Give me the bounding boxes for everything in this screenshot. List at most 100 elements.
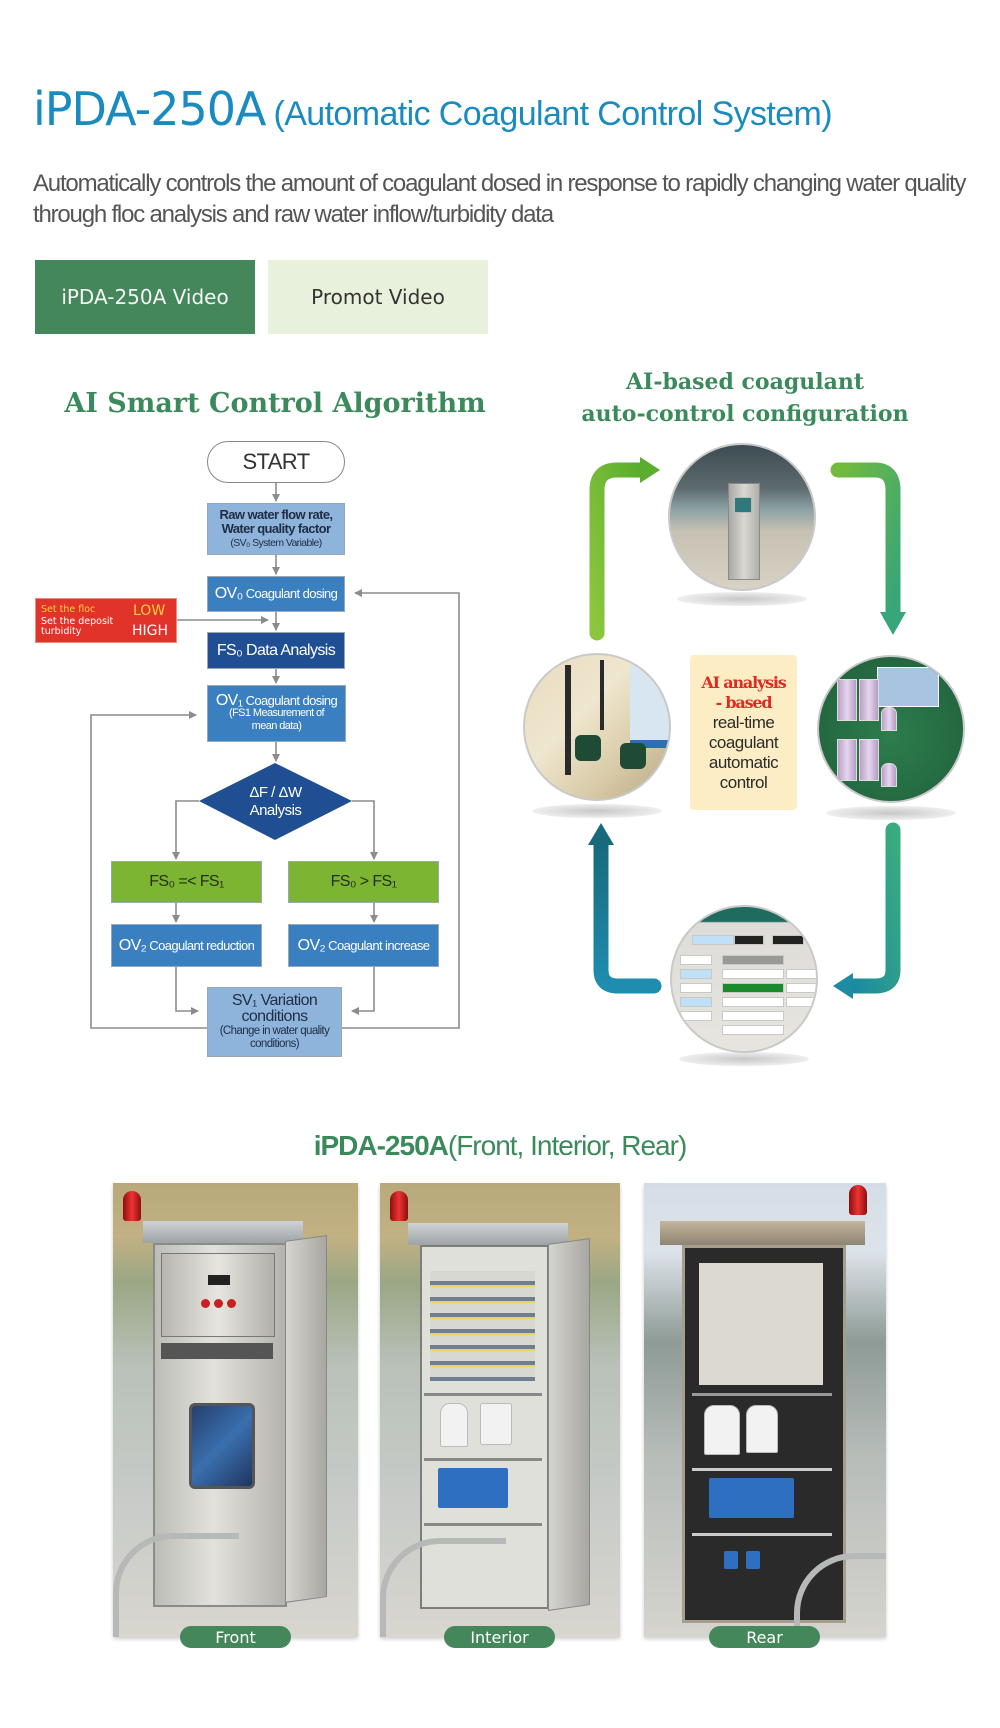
ai-label-red: - based: [715, 692, 773, 712]
analyzer-device: [746, 1405, 778, 1453]
flow-sv1-variation: SV₁ Variation conditions (Change in wate…: [207, 987, 342, 1057]
screen-row: [722, 997, 784, 1007]
shelf: [424, 1458, 542, 1461]
ai-analysis-label: AI analysis - based real-time coagulant …: [690, 655, 797, 810]
dosing-pumps-photo: [523, 653, 671, 801]
flow-system-variable: Raw water flow rate, Water quality facto…: [207, 503, 345, 555]
dosing-pump: [438, 1468, 508, 1508]
decision-diamond: [199, 763, 352, 840]
analyzer-cabinet-photo: [668, 443, 816, 591]
setpoint-box: Set the floc Set the deposit turbidity L…: [35, 598, 177, 643]
open-door: [548, 1238, 590, 1611]
screen-row: [786, 997, 816, 1007]
shelf: [692, 1393, 832, 1396]
flow-text: Coagulant reduction: [149, 937, 255, 953]
flow-text: Coagulant increase: [328, 937, 430, 953]
indicator-light: [227, 1299, 236, 1308]
cabinet-window: [189, 1403, 255, 1489]
indicator-light: [214, 1299, 223, 1308]
promo-video-button[interactable]: Promot Video: [268, 260, 488, 334]
flow-branch-left: FS₀ =< FS₁: [111, 861, 262, 903]
cycle-arrows: [588, 457, 906, 999]
shelf: [692, 1468, 832, 1471]
shelf: [692, 1533, 832, 1536]
ai-label-text: control: [719, 772, 768, 792]
connector: [351, 967, 375, 1015]
rear-photo: [644, 1183, 886, 1637]
wall-sign: [630, 665, 669, 748]
flow-text: SV₁ Variation: [231, 992, 318, 1009]
dosing-pump: [709, 1478, 794, 1518]
metering-pump: [724, 1551, 738, 1569]
screen-row: [680, 997, 712, 1007]
arrowhead-bottom-right: [833, 973, 853, 999]
screen-row: [786, 983, 816, 993]
algorithm-title: AI Smart Control Algorithm: [64, 388, 486, 419]
display: [208, 1275, 230, 1285]
screen-panel: [877, 667, 939, 707]
screen-row: [734, 935, 764, 945]
flow-text: ΔF / ΔW: [249, 783, 302, 801]
screen-row: [680, 969, 712, 979]
flow-symbol: OV₁: [215, 692, 243, 709]
circle-shadow: [532, 804, 662, 818]
shelf: [424, 1523, 542, 1526]
flow-ov0-dosing: OV₀ Coagulant dosing: [207, 576, 345, 612]
pump: [575, 735, 601, 761]
open-door: [285, 1235, 327, 1603]
arrow-bottom-right: [845, 822, 901, 994]
floc-setpoint-label: Set the floc: [41, 604, 96, 615]
flow-symbol: OV₂: [118, 936, 147, 954]
arrow-top-left: [589, 462, 648, 641]
warning-beacon: [849, 1185, 867, 1215]
flow-fs0-analysis: FS₀ Data Analysis: [207, 632, 345, 669]
control-panel: [161, 1253, 275, 1337]
loop-connector-right: [342, 589, 460, 1029]
pipe: [600, 660, 604, 730]
product-name: iPDA-250A: [33, 82, 266, 136]
product-video-button[interactable]: iPDA-250A Video: [35, 260, 255, 334]
photos-title-model: iPDA-250A: [313, 1130, 449, 1161]
vent: [161, 1343, 273, 1359]
cabinet-roof: [660, 1221, 865, 1245]
configuration-title: AI-based coagulant auto-control configur…: [560, 366, 930, 430]
railing: [794, 1553, 886, 1637]
railing: [113, 1533, 239, 1637]
arrow-top-right: [830, 462, 901, 620]
photos-title-views: (Front, Interior, Rear): [447, 1130, 687, 1161]
loop-connector-left: [90, 711, 207, 1029]
arrowhead-top-right: [880, 612, 906, 635]
warning-beacon: [390, 1191, 408, 1221]
screen-row: [692, 935, 734, 945]
flow-subtext: (Change in water quality conditions): [219, 1025, 330, 1050]
screen-row: [680, 983, 712, 993]
configuration-title-line: auto-control configuration: [581, 401, 909, 427]
front-label: Front: [180, 1626, 291, 1648]
flow-start: START: [207, 441, 345, 483]
floc-setpoint-value: LOW: [133, 603, 166, 619]
turbidity-setpoint-label: Set the deposit turbidity: [41, 616, 114, 637]
metering-pump: [746, 1551, 760, 1569]
circle-shadow: [826, 806, 956, 820]
warning-beacon: [123, 1191, 141, 1221]
screen-row: [722, 969, 784, 979]
shelf: [424, 1393, 542, 1396]
connector: [172, 800, 199, 860]
flow-subtext: mean data): [251, 720, 302, 732]
cabinet-roof: [408, 1223, 568, 1245]
page-title: iPDA-250A(Automatic Coagulant Control Sy…: [33, 82, 833, 136]
screen-row: [680, 955, 712, 965]
flow-text: Coagulant dosing: [245, 586, 338, 601]
screen-row: [772, 935, 804, 945]
ai-label-red: AI analysis: [701, 672, 786, 692]
analyzer-device: [704, 1405, 740, 1455]
controller-device: [480, 1403, 512, 1445]
screen-row: [680, 1011, 712, 1021]
pipe: [565, 665, 571, 775]
connector: [352, 800, 378, 860]
flow-decision-label: ΔF / ΔW Analysis: [199, 763, 352, 840]
cabinet-panel: [734, 497, 752, 513]
electrical-panel: [430, 1271, 535, 1381]
cabinet-roof: [143, 1221, 303, 1243]
connector: [175, 967, 199, 1015]
